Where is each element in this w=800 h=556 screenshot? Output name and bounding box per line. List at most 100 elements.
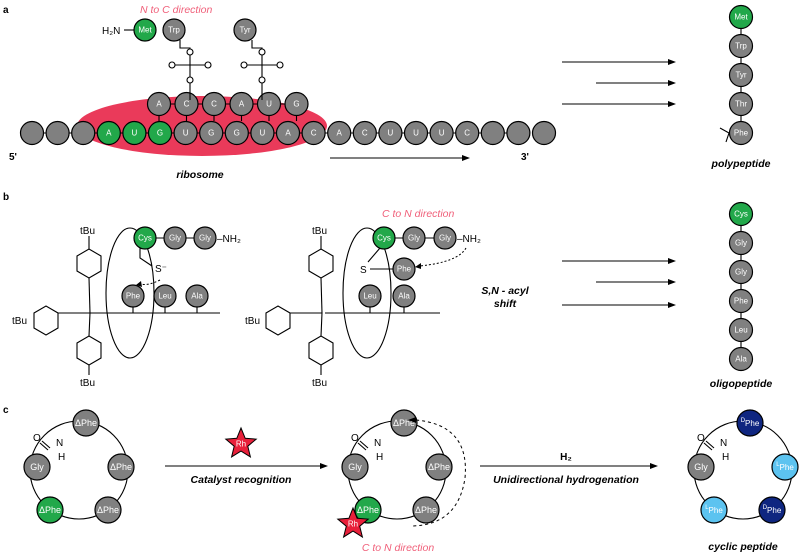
polypeptide-stub [719,127,730,143]
trityl-scaffold-1: tBu tBu tBu [12,226,220,389]
oligopeptide-residue-label: Leu [734,326,747,335]
mrna-nucleotide-bead [275,120,301,146]
hydrogenation-label: Unidirectional hydrogenation [493,474,639,486]
mrna-nucleotide-bead [45,120,70,146]
hydrogenation-arrowhead [650,463,658,469]
cys-label: Cys [377,234,391,243]
translation-arrowhead [462,155,470,161]
cys-chain-1: Cys Gly Gly –NH₂ S⁻ [133,226,241,287]
tbu-label: tBu [312,226,327,237]
polypeptide-residue-bead [728,4,754,30]
oligopeptide-label: oligopeptide [710,378,773,390]
l-phe-label: LPhe [776,462,794,472]
dphe-label: ΔPhe [110,462,132,472]
cys-label: Cys [138,234,152,243]
tbu-label: tBu [245,316,260,327]
hydrogen-label: H [722,452,729,463]
ribosome-label: ribosome [176,169,223,181]
oligopeptide-residue-label: Phe [734,297,749,306]
nitrogen-label: N [720,438,727,449]
panel-c-label: c [3,405,9,416]
tbu-label: tBu [312,378,327,389]
polypeptide-residue-label: Tyr [735,71,746,80]
scaffold-1-beads: Phe Leu Ala [121,284,209,313]
mrna-nucleotide-label: G [157,129,163,138]
mrna-nucleotide-bead [506,120,531,146]
mrna-nucleotide-bead [96,120,121,146]
trityl-scaffold-2: tBu tBu tBu [245,226,440,389]
tbu-label: tBu [80,226,95,237]
d-phe-label: DPhe [741,418,760,428]
oligopeptide-residue-label: Ala [735,355,747,364]
mrna-nucleotide-label: U [439,129,445,138]
thiolate-label: S⁻ [155,264,167,275]
five-prime-label: 5' [9,152,17,163]
c-to-n-direction-label-c: C to N direction [362,542,435,554]
gly-label: Gly [169,234,181,243]
cyclic-peptide-ring-2: O N H ΔPhe ΔPhe ΔPhe ΔPhe Gly Rh [336,409,466,539]
anticodon-bead [174,91,199,117]
polypeptide-residue-label: Met [734,13,748,22]
mrna-nucleotide-label: G [234,129,240,138]
trna-tyr-bead [233,18,257,42]
oligopeptide-residue-bead [728,317,754,343]
acyl-shift-label: S,N - acyl [481,285,529,297]
mrna-nucleotide-bead [122,120,147,146]
oligopeptide-residue-bead [728,288,754,314]
dphe-label: ΔPhe [97,505,119,515]
mrna-nucleotide-bead [429,120,454,146]
l-phe-label: LPhe [705,505,723,515]
anticodon-label: G [293,100,299,109]
anticodon-bead [284,91,309,117]
polypeptide-residue-bead [728,62,754,88]
mrna-nucleotide-bead [19,120,45,146]
anticodon-bead [229,91,254,117]
mrna-nucleotide-bead [455,120,480,146]
dphe-label: ΔPhe [415,505,437,515]
h2n-label: H₂N [102,26,120,37]
oxygen-label: O [33,433,41,444]
gly-label: Gly [694,462,708,472]
mrna-nucleotide-bead [301,120,326,146]
panel-a-label: a [3,5,9,16]
mrna-nucleotide-label: C [362,129,368,138]
polypeptide-label: polypeptide [711,158,771,170]
hydrogen-label: H [376,452,383,463]
mrna-nucleotide-bead [352,120,377,146]
phe-bead-label: Phe [126,292,141,301]
mrna-nucleotide-label: A [106,129,112,138]
polypeptide-residue-label: Phe [734,129,749,138]
tbu-label: tBu [12,316,27,327]
gly-label: Gly [199,234,211,243]
gly-label: Gly [30,462,44,472]
oligopeptide-residue-label: Cys [734,210,748,219]
anticodon-bead [201,91,227,117]
nitrogen-label: N [56,438,63,449]
dphe-label: ΔPhe [39,505,61,515]
rh-label: Rh [236,440,246,449]
oligopeptide-residue-bead [728,201,754,227]
trna-tyr-label: Tyr [239,26,250,35]
mrna-nucleotide-label: U [388,129,394,138]
rh-label: Rh [348,520,358,529]
trna-met-label: Met [138,26,152,35]
phe-thioester-label: Phe [397,265,412,274]
mrna-nucleotide-bead [480,120,505,146]
dphe-label: ΔPhe [357,505,379,515]
leu-bead-label: Leu [158,292,171,301]
polypeptide-residue-label: Thr [735,100,747,109]
nh2-label: –NH₂ [457,234,481,245]
dphe-label: ΔPhe [393,418,415,428]
mrna-nucleotide-bead [403,120,429,146]
selection-ellipse-2 [342,227,392,359]
anticodon-label: A [156,100,162,109]
panel-b-label: b [3,192,9,203]
cyclic-peptide-ring-3: O N H DPhe LPhe DPhe LPhe Gly [687,409,799,524]
rh-bound-star [336,506,370,539]
cyclic-peptide-label: cyclic peptide [708,541,778,553]
mrna-nucleotide-label: A [337,129,343,138]
ala-bead-label: Ala [398,292,410,301]
